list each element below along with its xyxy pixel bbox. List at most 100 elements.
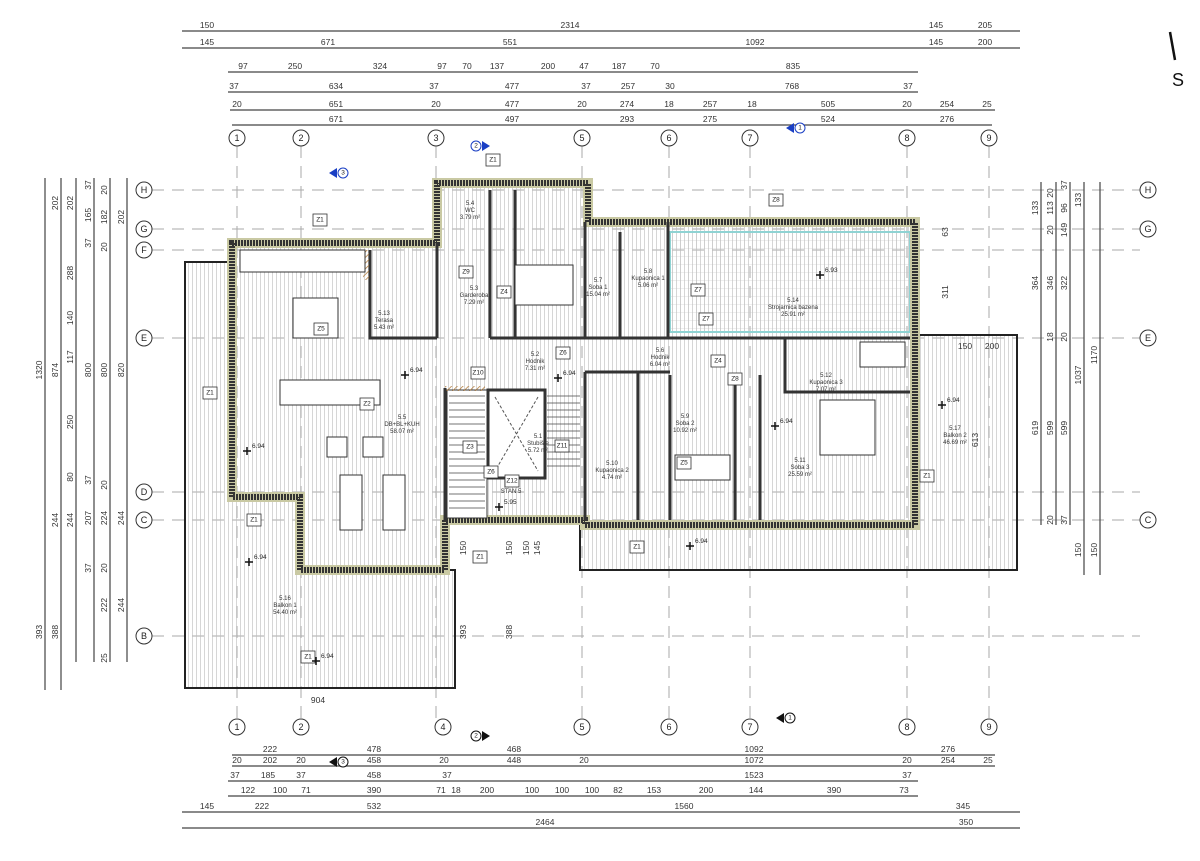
grid-bubble <box>980 129 998 147</box>
dimension-value: 20 <box>431 99 441 109</box>
dimension-value: 205 <box>978 20 992 30</box>
dimension-value: 599 <box>1045 421 1055 435</box>
dimension-value: 532 <box>367 801 381 811</box>
dimension-value: 20 <box>579 755 589 765</box>
wall-tag-label: Z12 <box>506 478 518 485</box>
level-marker-icon <box>401 371 409 379</box>
wall-tag-label: Z6 <box>487 469 495 476</box>
dimension-value: 477 <box>505 81 519 91</box>
dimension-value: 185 <box>261 770 275 780</box>
grid-bubble <box>135 220 153 238</box>
wall-tag <box>496 285 512 299</box>
dimension-value: 37 <box>442 770 452 780</box>
grid-bubble-label: 8 <box>904 133 909 143</box>
room-name: Balkon 2 <box>943 433 967 439</box>
dimension-value: 222 <box>99 598 109 612</box>
room-area: 6.04 m² <box>650 362 670 368</box>
room-area: 46.69 m² <box>943 440 967 446</box>
level-value: 6.94 <box>254 554 267 561</box>
dimension-value: 37 <box>83 238 93 248</box>
grid-bubble-label: 5 <box>579 722 584 732</box>
bathtub <box>859 341 906 368</box>
room-number: 5.6 <box>656 348 665 354</box>
room-number: 5.10 <box>606 461 618 467</box>
dimension-value: 2464 <box>536 817 555 827</box>
room-number: 5.3 <box>470 286 479 292</box>
section-arrow-icon <box>329 757 337 767</box>
dimension-value: 20 <box>902 99 912 109</box>
grid-bubble-label: 7 <box>747 722 752 732</box>
room-number: 5.14 <box>787 298 799 304</box>
grid-bubble-label: 1 <box>234 722 239 732</box>
wall-tag-label: Z1 <box>316 217 324 224</box>
grid-bubble-label: 4 <box>440 722 445 732</box>
room-area: 54.40 m² <box>273 610 297 616</box>
dimension-value: 113 <box>1045 201 1055 215</box>
room-name: Strojarnica bazena <box>768 305 819 311</box>
level-value: 6.94 <box>563 370 576 377</box>
wall-tag-label: Z8 <box>731 376 739 383</box>
dimension-value: 458 <box>367 755 381 765</box>
dimension-value: 200 <box>541 61 555 71</box>
level-marker-icon <box>245 558 253 566</box>
dimension-value: 2314 <box>561 20 580 30</box>
dimension-value: 820 <box>116 363 126 377</box>
section-arrow-icon <box>482 141 490 151</box>
grid-bubble-label: G <box>140 224 147 234</box>
room-number: 5.4 <box>466 201 475 207</box>
dimension-value: 244 <box>50 513 60 527</box>
wall-tag <box>629 540 645 554</box>
armchair <box>326 436 348 458</box>
dimension-value: 25 <box>982 99 992 109</box>
wall-tag-label: Z11 <box>557 443 568 450</box>
dimension-value: 20 <box>232 755 242 765</box>
dimension-value: 222 <box>263 744 277 754</box>
room-area: 5.72 m² <box>528 448 548 454</box>
grid-bubble <box>660 129 678 147</box>
dimension-value: 30 <box>665 81 675 91</box>
dimension-value: 874 <box>50 363 60 377</box>
room-area: 25.59 m² <box>788 472 812 478</box>
room-number: 5.12 <box>820 373 832 379</box>
wall-tag-label: Z1 <box>250 517 258 524</box>
dimension-value: 80 <box>65 472 75 482</box>
wall-tag <box>710 354 726 368</box>
room-number: 5.1 <box>534 434 543 440</box>
dimension-value: 311 <box>940 285 950 299</box>
dimension-value: 800 <box>83 363 93 377</box>
grid-bubble <box>427 129 445 147</box>
room-name: DB+BL+KUH <box>384 422 419 428</box>
wall-tag <box>768 193 784 207</box>
dimension-value: 1092 <box>746 37 765 47</box>
wall-tag-label: Z4 <box>714 358 722 365</box>
dimension-value: 145 <box>929 37 943 47</box>
wall-tag-label: Z3 <box>466 444 474 451</box>
grid-bubble-label: 6 <box>666 133 671 143</box>
section-arrow-icon <box>329 168 337 178</box>
wall-tag-label: Z1 <box>304 654 312 661</box>
room-name: Garderoba <box>460 293 489 299</box>
wall-tag <box>485 153 501 167</box>
dimension-value: 393 <box>458 625 468 639</box>
grid-bubble-label: 2 <box>298 133 303 143</box>
grid-bubble-label: E <box>1145 333 1151 343</box>
wall-tag <box>312 213 328 227</box>
dimension-value: 25 <box>983 755 993 765</box>
dimension-value: 244 <box>116 598 126 612</box>
grid-bubble-label: C <box>141 515 148 525</box>
dimension-value: 71 <box>301 785 311 795</box>
section-label: 3 <box>341 170 345 177</box>
dimension-value: 651 <box>329 99 343 109</box>
dimension-value: 275 <box>703 114 717 124</box>
wall-tag <box>458 265 474 279</box>
dimension-value: 73 <box>899 785 909 795</box>
dimension-value: 71 <box>436 785 446 795</box>
dimension-value: 133 <box>1030 201 1040 215</box>
room-area: 58.07 m² <box>390 429 414 435</box>
